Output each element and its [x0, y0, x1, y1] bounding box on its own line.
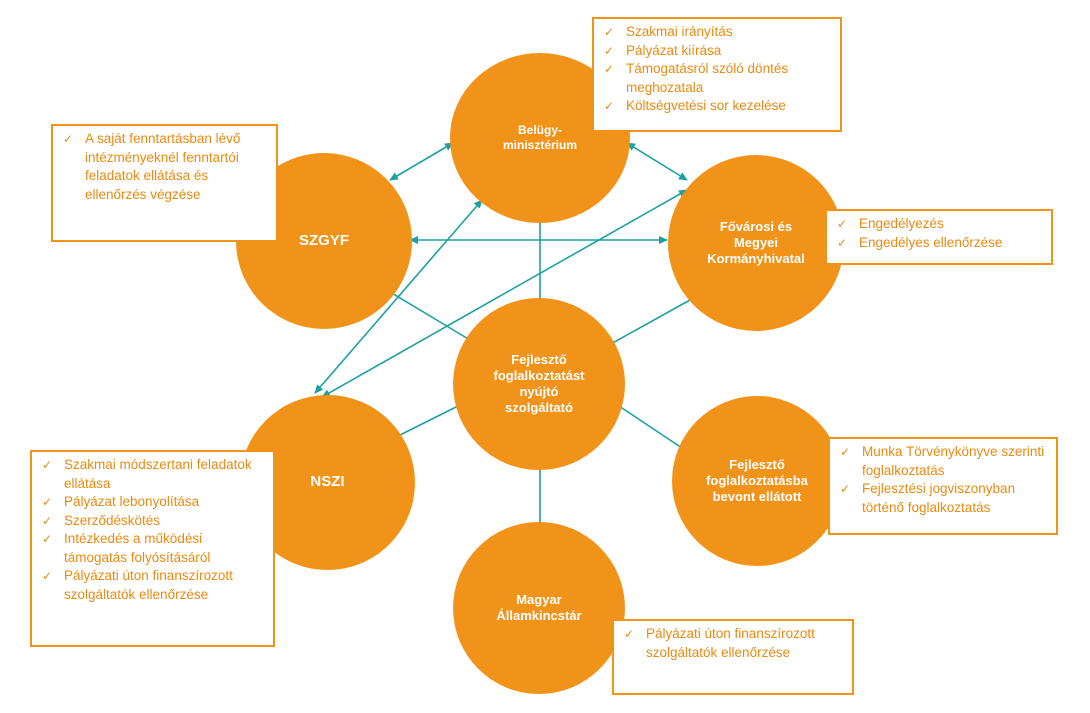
node-label-line: Fejlesztő [729, 456, 785, 472]
task-item: ✓Költségvetési sor kezelése [604, 97, 832, 116]
node-label-line: SZGYF [298, 231, 349, 249]
node-label-line: Fővárosi és [719, 218, 793, 234]
task-item: ✓Pályázat lebonyolítása [42, 493, 265, 512]
check-icon: ✓ [837, 235, 848, 250]
task-box-fovarosi: ✓Engedélyezés ✓Engedélyes ellenőrzése [825, 209, 1053, 265]
task-box-nszi: ✓Szakmai módszertani feladatok ellátása … [30, 450, 275, 647]
node-label-line: NSZI [310, 473, 345, 491]
task-item: ✓Támogatásról szóló döntés meghozatala [604, 61, 789, 95]
node-label-line: szolgáltató [505, 400, 573, 416]
arrow-nszi-fovarosi [321, 189, 688, 398]
task-item: ✓Fejlesztési jogviszonyban történő fogla… [840, 481, 1016, 515]
check-icon: ✓ [604, 25, 615, 39]
node-label-line: Megyei [733, 234, 779, 250]
task-box-fejleszto-ellatott: ✓Munka Törvénykönyve szerinti foglalkozt… [828, 437, 1058, 535]
node-label-line: nyújtó [519, 384, 559, 399]
node-label-line: Magyar [516, 591, 562, 607]
task-item: ✓Intézkedés a működési támogatás folyósí… [42, 531, 211, 565]
node-label-line: bevont ellátott [712, 489, 802, 505]
check-icon: ✓ [42, 513, 53, 528]
task-box-belugyminiszterium: ✓Szakmai irányítás ✓Pályázat kiírása ✓Tá… [592, 17, 842, 132]
task-box-magyar-allamkincstar: ✓Pályázati úton finanszírozott szolgálta… [612, 619, 854, 695]
node-label-line: Államkincstár [496, 608, 582, 623]
check-icon: ✓ [840, 482, 851, 496]
check-icon: ✓ [624, 627, 635, 641]
node-fejleszto-foglalkoztatasba-bevont-ellatott: Fejlesztő foglalkoztatásba bevont elláto… [672, 396, 842, 566]
task-item: ✓Pályázati úton finanszírozott szolgálta… [42, 568, 233, 602]
arrow-belugy-fovarosi [626, 142, 688, 181]
check-icon: ✓ [604, 99, 615, 113]
node-label-line: Fejlesztő [511, 351, 567, 367]
check-icon: ✓ [837, 217, 848, 231]
task-item: ✓Pályázat kiírása [604, 42, 832, 61]
task-item: ✓Szerződéskötés [42, 512, 265, 531]
check-icon: ✓ [42, 532, 53, 546]
node-fovarosi-es-megyei-kormanyhivatal: Fővárosi és Megyei Kormányhivatal [668, 155, 844, 331]
node-fejleszto-foglalkoztatast-nyujto-szolgaltato: Fejlesztő foglalkoztatást nyújtó szolgál… [453, 298, 625, 470]
arrow-szgyf-belugy [389, 142, 454, 181]
task-item: ✓A saját fenntartásban lévő intézményekn… [63, 131, 241, 202]
task-item: ✓Engedélyezés [837, 215, 1043, 234]
task-item: ✓Szakmai irányítás [604, 23, 832, 42]
check-icon: ✓ [42, 458, 53, 472]
task-item: ✓Munka Törvénykönyve szerinti foglalkozt… [840, 444, 1045, 478]
check-icon: ✓ [604, 43, 615, 58]
check-icon: ✓ [840, 445, 851, 459]
node-label-line: foglalkoztatásba [706, 472, 808, 488]
node-label-line: Kormányhivatal [707, 251, 805, 267]
node-magyar-allamkincstar: Magyar Államkincstár [453, 522, 625, 694]
node-label-line: minisztérium [502, 138, 577, 152]
task-item: ✓Engedélyes ellenőrzése [837, 234, 1043, 253]
check-icon: ✓ [42, 569, 53, 583]
check-icon: ✓ [63, 132, 74, 146]
task-box-szgyf: ✓A saját fenntartásban lévő intézményekn… [51, 124, 278, 242]
task-item: ✓Szakmai módszertani feladatok ellátása [42, 457, 252, 491]
node-label-line: Belügy- [517, 123, 562, 137]
node-label-line: foglalkoztatást [493, 367, 585, 383]
check-icon: ✓ [42, 495, 53, 509]
check-icon: ✓ [604, 62, 615, 76]
task-item: ✓Pályázati úton finanszírozott szolgálta… [624, 626, 815, 660]
